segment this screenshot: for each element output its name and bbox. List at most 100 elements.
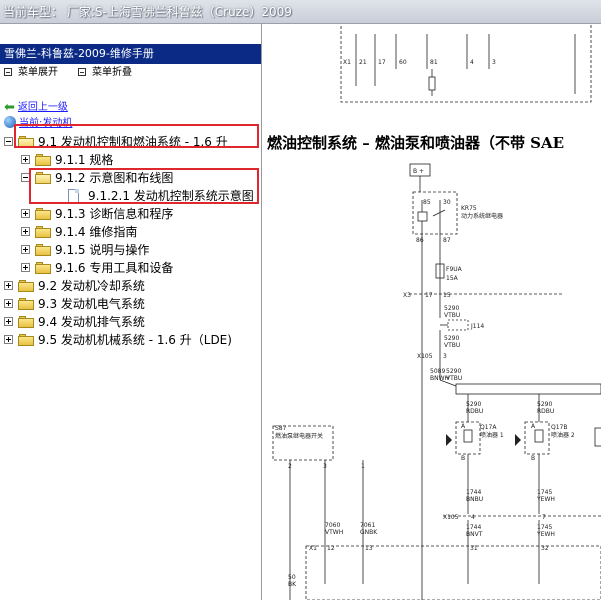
expand-toggle-icon[interactable] [21, 155, 30, 164]
diagram-label-w5290c: 5290 [446, 368, 461, 375]
tree-node-label: 9.1.2.1 发动机控制系统示意图 [88, 189, 254, 203]
diagram-label-c17b: 17 [425, 292, 433, 299]
window-title: 当前车型： 厂家:S-上海雪佛兰科鲁兹（Cruze）2009 [0, 0, 601, 24]
diagram-label-w5290d: 5290 [466, 401, 481, 408]
back-link[interactable]: ⬅返回上一级 [4, 100, 68, 115]
tree-node-label: 9.3 发动机电气系统 [38, 297, 145, 311]
tree-node-label: 9.1.1 规格 [55, 153, 114, 167]
folder-icon [18, 316, 34, 328]
diagram-label-rdbu-e: RDBU [537, 408, 554, 415]
diagram-label-c7: 7 [542, 514, 546, 521]
folder-icon [35, 154, 51, 166]
diagram-label-ca: A [461, 423, 466, 430]
folder-icon [35, 226, 51, 238]
diagram-label-c81: 81 [430, 59, 438, 66]
diagram-label-q17b: Q17B [551, 424, 567, 431]
diagram-label-inj2: 喷油器 2 [551, 431, 575, 439]
diagram-label-w1744a: 1744 [466, 489, 481, 496]
tree-node-label: 9.1.3 诊断信息和程序 [55, 207, 174, 221]
tree-node-label: 9.2 发动机冷却系统 [38, 279, 145, 293]
diagram-label-cb2: B [531, 455, 535, 462]
diagram-label-c3b: 3 [443, 353, 447, 360]
tree-node-label: 9.1.2 示意图和布线图 [55, 171, 174, 185]
diagram-label-w7060: 7060 [325, 522, 340, 529]
diagram-label-c15: 15 [443, 292, 451, 299]
diagram-label-c3: 3 [492, 59, 496, 66]
diagram-label-w50: 50 [288, 574, 296, 581]
diagram-label-w7061: 7061 [360, 522, 375, 529]
expand-icon [4, 68, 12, 76]
navigation-panel: 雪佛兰-科鲁兹-2009-维修手册 菜单展开 菜单折叠 ⬅返回上一级 当前:发动… [0, 24, 262, 600]
diagram-label-bnvt: BNVT [466, 531, 483, 538]
diagram-label-x1-bot: X1 [309, 545, 317, 552]
panel-title: 雪佛兰-科鲁兹-2009-维修手册 [0, 44, 261, 64]
diagram-label-bplus: B + [413, 168, 424, 175]
diagram-label-c4b: 4 [471, 514, 475, 521]
tree-node-label: 9.1.6 专用工具和设备 [55, 261, 174, 275]
current-location-link[interactable]: 当前:发动机 [4, 114, 72, 129]
expand-toggle-icon[interactable] [21, 227, 30, 236]
globe-icon [4, 116, 16, 128]
diagram-label-relay-name: 动力系统继电器 [461, 212, 503, 220]
diagram-label-w1744b: 1744 [466, 524, 481, 531]
diagram-label-c21: 21 [359, 59, 367, 66]
diagram-label-c30: 30 [443, 199, 451, 206]
diagram-label-q17a: Q17A [480, 424, 497, 431]
highlight-box-section [14, 124, 259, 148]
folder-icon [35, 208, 51, 220]
tree-node-label: 9.4 发动机排气系统 [38, 315, 145, 329]
expand-toggle-icon[interactable] [21, 209, 30, 218]
expand-toggle-icon[interactable] [4, 317, 13, 326]
diagram-label-c31: 31 [470, 545, 478, 552]
diagram-label-c1: 1 [361, 463, 365, 470]
diagram-label-f9ua: F9UA [446, 266, 463, 273]
diagram-label-w5290a: 5290 [444, 305, 459, 312]
diagram-label-c13: 13 [365, 545, 373, 552]
tree-node-label: 9.1.5 说明与操作 [55, 243, 150, 257]
diagram-label-rdbu-d: RDBU [466, 408, 483, 415]
diagram-label-bnbu: BNBU [466, 496, 483, 503]
diagram-label-c87: 87 [443, 237, 451, 244]
diagram-label-gnbk: GNBK [360, 529, 378, 536]
diagram-label-c60: 60 [399, 59, 407, 66]
diagram-label-j114: J114 [470, 323, 484, 330]
diagram-label-w1745a: 1745 [537, 489, 552, 496]
expand-toggle-icon[interactable] [21, 245, 30, 254]
collapse-icon [78, 68, 86, 76]
diagram-label-ca2: A [531, 423, 536, 430]
expand-toggle-icon[interactable] [21, 263, 30, 272]
diagram-label-f15a: 15A [446, 275, 459, 282]
collapse-menu-button[interactable]: 菜单折叠 [78, 65, 132, 81]
diagram-label-c32: 32 [541, 545, 549, 552]
diagram-label-bk: BK [288, 581, 297, 588]
diagram-label-s87: S87 [275, 425, 287, 432]
diagram-label-yewh: YEWH [536, 496, 555, 503]
diagram-label-c4: 4 [470, 59, 474, 66]
diagram-label-vtbu-c: VTBU [446, 375, 462, 382]
tree-node-label: 9.1.4 维修指南 [55, 225, 138, 239]
expand-toggle-icon[interactable] [4, 281, 13, 290]
folder-icon [35, 244, 51, 256]
folder-icon [18, 298, 34, 310]
collapse-toggle-icon[interactable] [4, 137, 13, 146]
diagram-label-sw-name: 燃油泵继电器开关 [275, 432, 323, 440]
document-title: 燃油控制系统 – 燃油泵和喷油器（不带 SAE [267, 134, 565, 152]
diagram-label-c17: 17 [378, 59, 386, 66]
expand-toggle-icon[interactable] [4, 335, 13, 344]
expand-toggle-icon[interactable] [4, 299, 13, 308]
folder-open-icon [35, 172, 51, 184]
diagram-label-x3: X3 [403, 292, 411, 299]
diagram-label-yewh2: YEWH [536, 531, 555, 538]
folder-icon [18, 280, 34, 292]
expand-menu-button[interactable]: 菜单展开 [4, 65, 58, 81]
diagram-label-w5290b: 5290 [444, 335, 459, 342]
back-arrow-icon: ⬅ [4, 100, 15, 115]
folder-icon [35, 262, 51, 274]
tree-node-label: 9.5 发动机机械系统 - 1.6 升（LDE) [38, 333, 232, 347]
diagram-label-bnwh: BNWH [430, 375, 449, 382]
diagram-label-c12: 12 [327, 545, 335, 552]
diagram-label-c3c: 3 [323, 463, 327, 470]
diagram-label-x1-top: X1 [343, 59, 351, 66]
